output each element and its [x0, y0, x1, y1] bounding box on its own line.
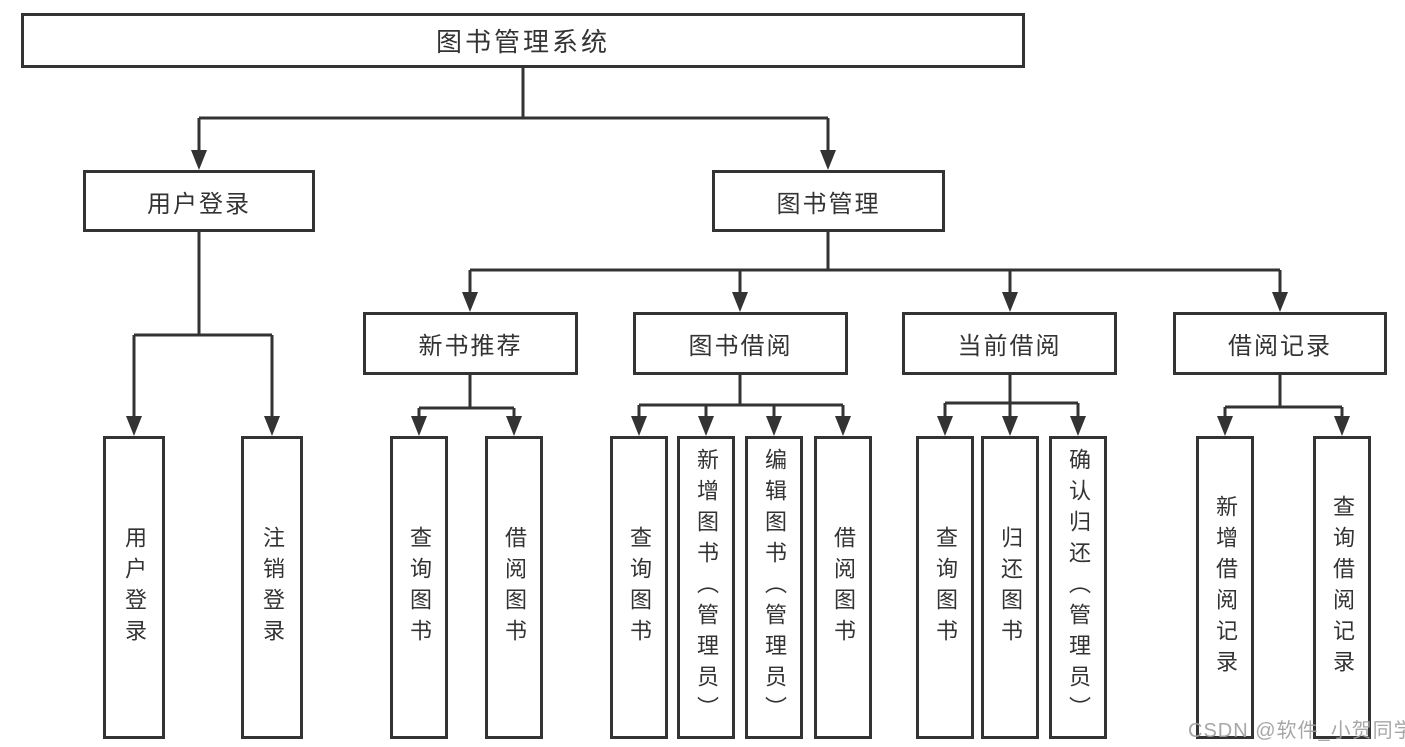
leaf-edit-book-admin: 编辑图书（管理员） — [745, 436, 803, 739]
node-book-management: 图书管理 — [712, 170, 945, 232]
node-book-borrowing: 图书借阅 — [633, 312, 848, 375]
leaf-query-books: 查询图书 — [390, 436, 448, 739]
leaf-borrow-books: 借阅图书 — [814, 436, 872, 739]
vertical-label: 新增借阅记录 — [1213, 494, 1238, 681]
node-new-book-recommendation: 新书推荐 — [363, 312, 578, 375]
leaf-query-borrow-record: 查询借阅记录 — [1313, 436, 1371, 739]
vertical-label: 借阅图书 — [502, 525, 527, 650]
vertical-label: 归还图书 — [998, 525, 1023, 650]
connector-new-book-children — [411, 375, 522, 436]
leaf-query-books: 查询图书 — [610, 436, 668, 739]
vertical-label: 查询图书 — [407, 525, 432, 650]
connector-user-login-children — [126, 232, 280, 436]
leaf-logout-login: 注销登录 — [241, 436, 303, 739]
node-borrow-records: 借阅记录 — [1173, 312, 1387, 375]
node-root: 图书管理系统 — [21, 13, 1025, 68]
node-current-borrowing: 当前借阅 — [902, 312, 1117, 375]
leaf-user-login: 用户登录 — [103, 436, 165, 739]
vertical-label: 查询图书 — [627, 525, 652, 650]
connector-root-to-level2 — [191, 68, 836, 170]
vertical-label: 注销登录 — [260, 525, 285, 650]
leaf-add-borrow-record: 新增借阅记录 — [1196, 436, 1254, 739]
connector-current-borrowing-children — [937, 375, 1086, 436]
node-user-login: 用户登录 — [83, 170, 315, 232]
vertical-label: 查询图书 — [933, 525, 958, 650]
leaf-query-books: 查询图书 — [916, 436, 974, 739]
vertical-label: 查询借阅记录 — [1330, 494, 1355, 681]
vertical-label: 确认归还（管理员） — [1066, 448, 1091, 727]
leaf-return-books: 归还图书 — [981, 436, 1039, 739]
vertical-label: 编辑图书（管理员） — [762, 448, 787, 727]
leaf-confirm-return-admin: 确认归还（管理员） — [1049, 436, 1107, 739]
connector-book-management-children — [462, 232, 1288, 312]
connector-borrow-records-children — [1217, 375, 1350, 436]
vertical-label: 借阅图书 — [831, 525, 856, 650]
vertical-label: 新增图书（管理员） — [694, 448, 719, 727]
watermark: CSDN @软件_小贺同学 — [1188, 720, 1405, 742]
leaf-add-book-admin: 新增图书（管理员） — [677, 436, 735, 739]
connector-book-borrowing-children — [631, 375, 851, 436]
vertical-label: 用户登录 — [122, 525, 147, 650]
leaf-borrow-books: 借阅图书 — [485, 436, 543, 739]
